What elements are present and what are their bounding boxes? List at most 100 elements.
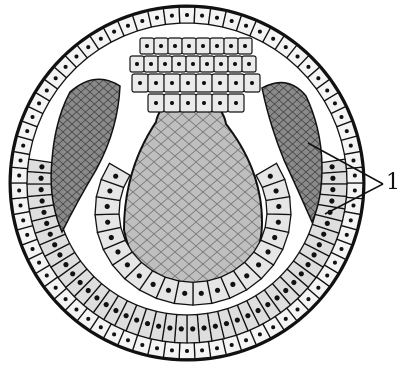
cell-nucleus xyxy=(271,325,275,329)
cell-nucleus xyxy=(276,220,281,225)
cell-nucleus xyxy=(41,210,46,215)
cell-nucleus xyxy=(94,295,99,300)
cell-nucleus xyxy=(234,81,238,85)
cell-nucleus xyxy=(316,286,320,290)
cell-nucleus xyxy=(140,19,144,23)
cell-nucleus xyxy=(163,62,167,66)
cell-nucleus xyxy=(63,262,68,267)
cell-nucleus xyxy=(134,317,139,322)
cell-nucleus xyxy=(345,233,349,237)
cell-nucleus xyxy=(125,262,130,267)
cell-nucleus xyxy=(173,44,177,48)
cell-nucleus xyxy=(325,88,329,92)
cell-nucleus xyxy=(353,189,357,193)
cell-nucleus xyxy=(215,44,219,48)
cell-nucleus xyxy=(113,174,118,179)
cell-nucleus xyxy=(170,81,174,85)
cell-nucleus xyxy=(105,220,110,225)
cell-nucleus xyxy=(202,101,206,105)
cell-nucleus xyxy=(99,37,103,41)
cell-nucleus xyxy=(86,45,90,49)
cell-nucleus xyxy=(113,308,118,313)
cell-nucleus xyxy=(44,221,49,226)
cell-nucleus xyxy=(321,232,326,237)
cell-nucleus xyxy=(291,280,296,285)
cell-nucleus xyxy=(74,54,78,58)
cell-nucleus xyxy=(276,204,281,209)
cell-nucleus xyxy=(21,144,25,148)
cell-nucleus xyxy=(104,302,109,307)
cell-nucleus xyxy=(305,262,310,267)
cell-nucleus xyxy=(107,188,112,193)
cell-nucleus xyxy=(311,252,316,257)
cell-nucleus xyxy=(54,286,58,290)
cell-nucleus xyxy=(199,291,204,296)
cell-nucleus xyxy=(218,81,222,85)
cell-nucleus xyxy=(345,129,349,133)
cell-nucleus xyxy=(224,321,229,326)
cell-nucleus xyxy=(112,332,116,336)
cell-nucleus xyxy=(296,54,300,58)
cell-nucleus xyxy=(273,188,278,193)
cell-nucleus xyxy=(64,65,68,69)
cell-nucleus xyxy=(274,295,279,300)
cell-nucleus xyxy=(201,44,205,48)
cell-nucleus xyxy=(156,324,161,329)
cell-nucleus xyxy=(155,16,159,20)
cell-nucleus xyxy=(244,273,249,278)
cell-nucleus xyxy=(255,308,260,313)
cell-nucleus xyxy=(145,44,149,48)
cell-nucleus xyxy=(339,247,343,251)
cell-nucleus xyxy=(186,81,190,85)
cell-nucleus xyxy=(200,348,204,352)
cell-nucleus xyxy=(191,62,195,66)
cell-nucleus xyxy=(330,187,335,192)
cell-nucleus xyxy=(306,297,310,301)
cell-nucleus xyxy=(86,317,90,321)
cell-nucleus xyxy=(37,261,41,265)
cell-nucleus xyxy=(74,308,78,312)
cell-nucleus xyxy=(230,282,235,287)
cell-nucleus xyxy=(186,101,190,105)
cell-nucleus xyxy=(296,308,300,312)
cell-nucleus xyxy=(258,332,262,336)
cell-nucleus xyxy=(37,101,41,105)
cell-nucleus xyxy=(330,176,335,181)
cell-nucleus xyxy=(137,273,142,278)
cell-nucleus xyxy=(154,81,158,85)
cell-nucleus xyxy=(349,144,353,148)
cell-nucleus xyxy=(247,62,251,66)
cell-nucleus xyxy=(138,81,142,85)
cell-nucleus xyxy=(215,288,220,293)
cell-nucleus xyxy=(256,262,261,267)
cell-nucleus xyxy=(330,164,335,169)
cell-nucleus xyxy=(177,62,181,66)
cell-nucleus xyxy=(306,65,310,69)
cell-nucleus xyxy=(170,14,174,18)
cell-nucleus xyxy=(201,325,206,330)
cell-nucleus xyxy=(284,317,288,321)
cell-nucleus xyxy=(244,24,248,28)
cell-nucleus xyxy=(112,30,116,34)
cell-nucleus xyxy=(205,62,209,66)
cell-nucleus xyxy=(159,44,163,48)
cell-nucleus xyxy=(115,249,120,254)
cell-nucleus xyxy=(140,343,144,347)
cell-nucleus xyxy=(38,176,43,181)
cell-nucleus xyxy=(258,30,262,34)
cell-nucleus xyxy=(31,115,35,119)
cell-nucleus xyxy=(244,338,248,342)
cell-nucleus xyxy=(145,321,150,326)
cell-nucleus xyxy=(182,291,187,296)
cell-nucleus xyxy=(151,282,156,287)
cell-nucleus xyxy=(283,288,288,293)
cell-nucleus xyxy=(230,19,234,23)
cell-nucleus xyxy=(17,189,21,193)
cell-nucleus xyxy=(45,274,49,278)
cell-nucleus xyxy=(170,101,174,105)
cell-nucleus xyxy=(351,158,355,162)
cell-nucleus xyxy=(185,13,189,17)
cell-nucleus xyxy=(245,313,250,318)
cell-nucleus xyxy=(135,62,139,66)
